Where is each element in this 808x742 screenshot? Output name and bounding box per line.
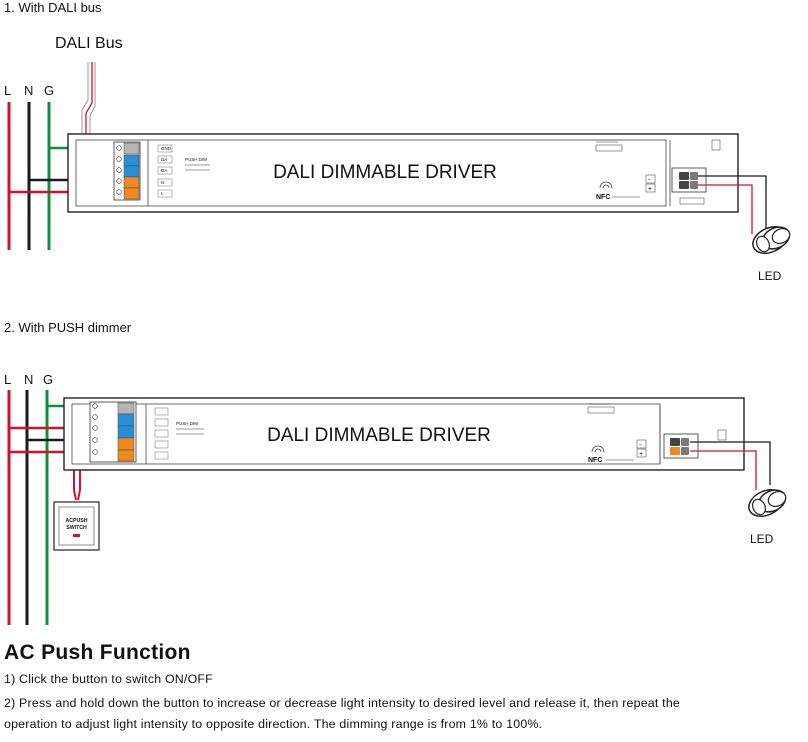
nfc-icon-2: [591, 445, 605, 453]
section2-title: 2. With PUSH dimmer: [4, 320, 132, 335]
push-dim-label: PUSH DIM: [185, 157, 207, 162]
led-wire-negative-2: [690, 441, 771, 485]
push-dim-label-2: PUSH DIM: [176, 421, 198, 426]
dali-bus-label: DALI Bus: [55, 35, 123, 52]
output-minus-label-2: -: [639, 442, 642, 449]
led-label-1: LED: [758, 269, 782, 283]
line-label-l: L: [4, 83, 11, 98]
led-label-2: LED: [750, 532, 774, 546]
led-wire-negative: [698, 175, 767, 230]
ac-push-line-3: operation to adjust light intensity to o…: [4, 717, 543, 731]
switch-label-line2: SWITCH: [66, 525, 87, 531]
ac-push-line-1: 1) Click the button to switch ON/OFF: [4, 672, 213, 686]
nfc-label-2: NFC: [588, 457, 602, 464]
switch-label-line1: ACPUSH: [66, 518, 88, 524]
line-label-l-2: L: [4, 372, 11, 387]
driver-inner-frame: [75, 139, 667, 207]
output-minus-label: -: [648, 177, 651, 184]
ac-push-line-2: 2) Press and hold down the button to inc…: [4, 696, 680, 710]
terminal-label-n: N: [161, 180, 164, 185]
line-label-g: G: [44, 83, 54, 98]
terminal-label-da2: DA: [161, 168, 167, 173]
driver-body: [67, 133, 739, 213]
output-plus-label-2: +: [639, 451, 643, 458]
switch-indicator: [73, 534, 80, 537]
terminal-label-da1: DA: [161, 157, 167, 162]
driver-label-2: DALI DIMMABLE DRIVER: [267, 425, 491, 446]
output-terminal-block: [671, 167, 707, 193]
line-label-g-2: G: [43, 372, 53, 387]
terminal-label-gnd: GND: [161, 146, 172, 151]
led-lamp-2: [748, 488, 787, 518]
led-lamp-1: [752, 225, 791, 255]
line-label-n: N: [24, 83, 33, 98]
ac-push-heading: AC Push Function: [4, 641, 191, 664]
output-plus-label: +: [648, 186, 652, 193]
driver-label: DALI DIMMABLE DRIVER: [273, 162, 497, 183]
led-wire-positive: [698, 184, 753, 234]
nfc-icon: [599, 181, 613, 189]
line-label-n-2: N: [24, 372, 33, 387]
terminal-label-l: L: [161, 191, 164, 196]
ac-push-switch: ACPUSH SWITCH: [53, 501, 100, 551]
section1-title: 1. With DALI bus: [4, 0, 102, 15]
nfc-label: NFC: [596, 194, 610, 201]
led-wire-positive-2: [690, 450, 757, 490]
output-terminal-block-2: [663, 433, 699, 459]
